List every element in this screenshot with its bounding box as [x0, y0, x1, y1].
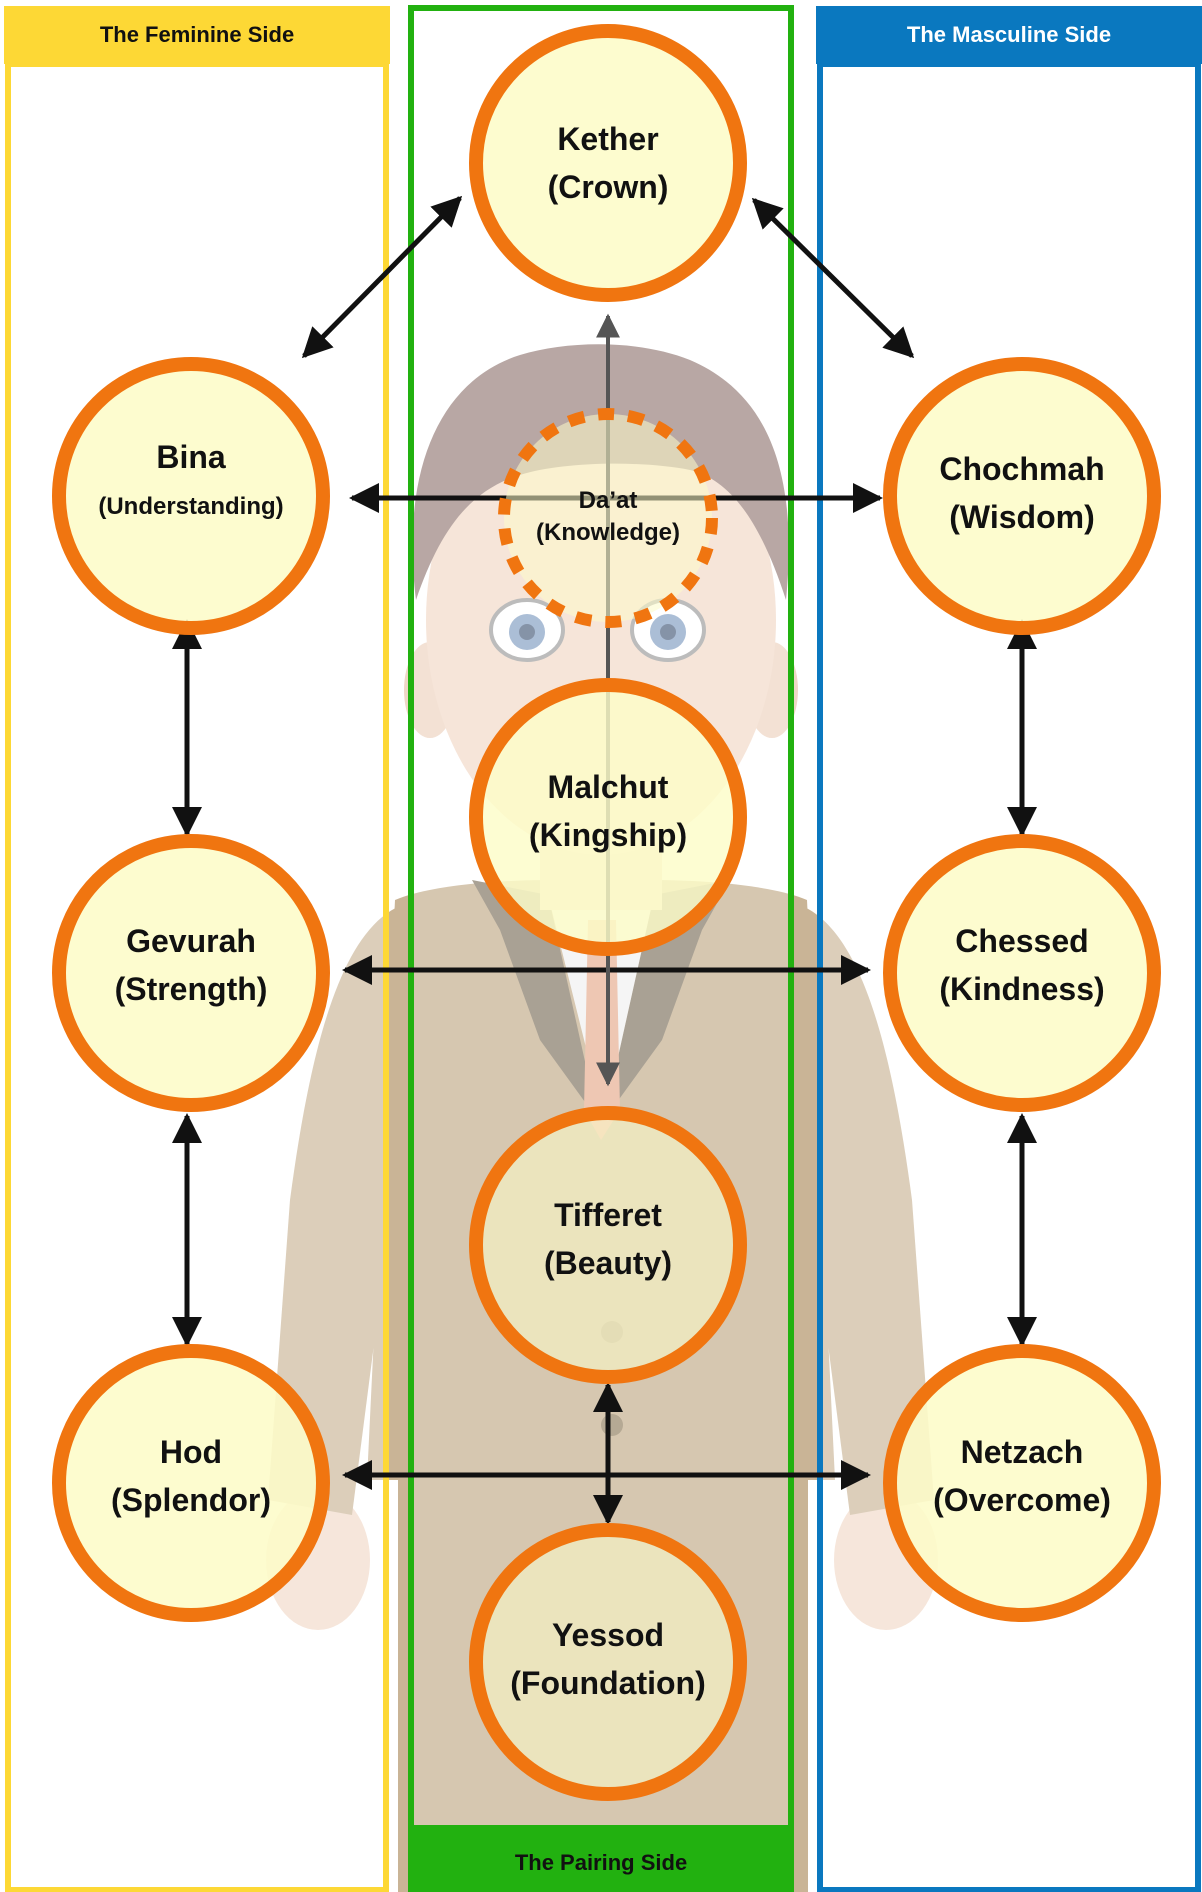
node-yessod-meaning: (Foundation)	[510, 1665, 705, 1701]
node-hod-meaning: (Splendor)	[111, 1482, 271, 1518]
node-kether-name: Kether	[557, 121, 658, 157]
feminine-column-title: The Feminine Side	[100, 22, 294, 47]
node-hod-name: Hod	[160, 1434, 222, 1470]
node-chochmah-meaning: (Wisdom)	[949, 499, 1094, 535]
node-daat-meaning: (Knowledge)	[536, 519, 680, 546]
node-chochmah-name: Chochmah	[939, 451, 1104, 487]
node-netzach-meaning: (Overcome)	[933, 1482, 1111, 1518]
node-kether-circle	[476, 31, 740, 295]
node-daat: Da’at (Knowledge)	[504, 414, 712, 622]
node-daat-name: Da’at	[579, 487, 638, 514]
pairing-column-title: The Pairing Side	[515, 1850, 687, 1875]
masculine-column-title: The Masculine Side	[907, 22, 1111, 47]
node-yessod: Yessod (Foundation)	[476, 1530, 740, 1794]
node-chochmah-circle	[890, 364, 1154, 628]
node-malchut-name: Malchut	[548, 769, 669, 805]
node-tifferet: Tifferet (Beauty)	[476, 1113, 740, 1377]
node-gevurah: Gevurah (Strength)	[59, 841, 323, 1105]
node-chochmah: Chochmah (Wisdom)	[890, 364, 1154, 628]
node-hod: Hod (Splendor)	[59, 1351, 323, 1615]
node-gevurah-name: Gevurah	[126, 923, 256, 959]
node-yessod-name: Yessod	[552, 1617, 664, 1653]
node-tifferet-name: Tifferet	[554, 1197, 662, 1233]
node-malchut-meaning: (Kingship)	[529, 817, 687, 853]
node-kether: Kether (Crown)	[476, 31, 740, 295]
node-chessed-name: Chessed	[955, 923, 1088, 959]
node-netzach: Netzach (Overcome)	[890, 1351, 1154, 1615]
node-daat-circle	[504, 414, 712, 622]
node-tifferet-meaning: (Beauty)	[544, 1245, 672, 1281]
node-yessod-circle	[476, 1530, 740, 1794]
node-bina-name: Bina	[156, 439, 226, 475]
node-bina-meaning: (Understanding)	[98, 493, 283, 520]
node-malchut: Malchut (Kingship)	[476, 685, 740, 949]
node-gevurah-meaning: (Strength)	[115, 971, 268, 1007]
node-netzach-name: Netzach	[961, 1434, 1084, 1470]
node-bina: Bina (Understanding)	[59, 364, 323, 628]
node-kether-meaning: (Crown)	[548, 169, 669, 205]
node-chessed: Chessed (Kindness)	[890, 841, 1154, 1105]
node-chessed-meaning: (Kindness)	[939, 971, 1104, 1007]
